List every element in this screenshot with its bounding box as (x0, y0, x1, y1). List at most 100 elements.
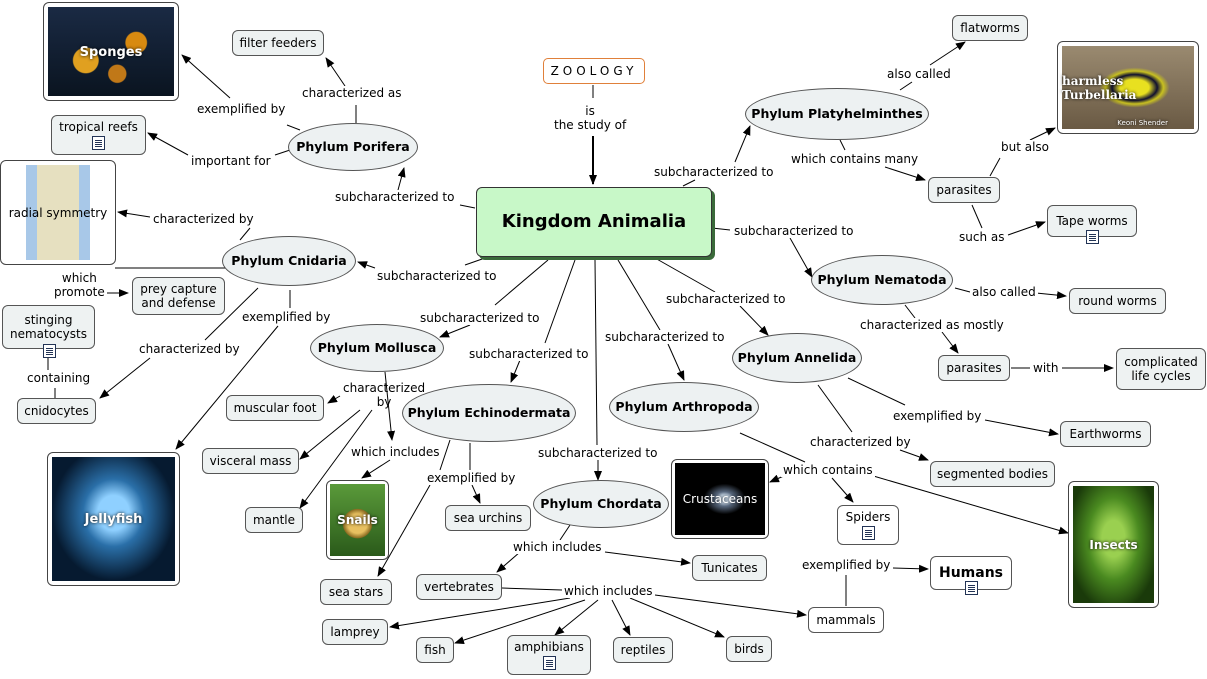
stinging-nematocysts-node[interactable]: stinging nematocysts (2, 305, 95, 358)
turbellaria-caption: harmless Turbellaria (1062, 73, 1137, 102)
insects-caption: Insects (1089, 537, 1138, 552)
radial-symmetry-image-node[interactable]: radial symmetry (0, 160, 116, 265)
snails-caption: Snails (337, 513, 378, 527)
phylum-platyhelminthes-node[interactable]: Phylum Platyhelminthes (745, 88, 929, 140)
sea-stars-node[interactable]: sea stars (320, 579, 392, 605)
sponges-image-node[interactable]: Sponges (43, 2, 179, 101)
segmented-bodies-node[interactable]: segmented bodies (930, 461, 1055, 487)
snails-image-node[interactable]: Snails (326, 480, 389, 560)
turbellaria-image-node[interactable]: harmless Turbellaria Keoni Shender (1057, 41, 1199, 134)
tropical-reefs-label: tropical reefs (59, 120, 138, 134)
amphibians-label: amphibians (514, 640, 584, 654)
link-label-exemplified-echino: exemplified by (425, 471, 518, 485)
sponges-photo: Sponges (48, 7, 174, 96)
zoology-node[interactable]: ZOOLOGY (543, 58, 645, 84)
phylum-annelida-node[interactable]: Phylum Annelida (732, 333, 862, 383)
sea-urchins-node[interactable]: sea urchins (445, 505, 531, 531)
phylum-cnidaria-node[interactable]: Phylum Cnidaria (222, 236, 356, 286)
link-label-sub-echinodermata: subcharacterized to (467, 347, 591, 361)
spiders-node[interactable]: Spiders (837, 505, 899, 545)
fish-node[interactable]: fish (416, 637, 454, 663)
link-label-containing: containing (25, 371, 93, 385)
jellyfish-caption: Jellyfish (84, 511, 143, 527)
link-label-which-contains-many: which contains many (789, 152, 921, 166)
spiders-label: Spiders (845, 510, 891, 524)
flatworms-node[interactable]: flatworms (952, 15, 1028, 41)
link-label-sub-arthropoda: subcharacterized to (603, 330, 727, 344)
insects-image-node[interactable]: Insects (1068, 481, 1159, 608)
link-label-also-called-platy: also called (885, 67, 953, 81)
turbellaria-credit: Keoni Shender (1117, 119, 1168, 127)
cnidocytes-node[interactable]: cnidocytes (17, 398, 96, 424)
snails-photo: Snails (330, 484, 385, 556)
note-icon[interactable] (92, 136, 105, 150)
link-label-sub-porifera: subcharacterized to (333, 190, 457, 204)
crustaceans-image-node[interactable]: Crustaceans (671, 459, 769, 539)
note-icon[interactable] (1086, 230, 1099, 244)
insects-photo: Insects (1073, 486, 1154, 603)
parasites-platyhelminthes-node[interactable]: parasites (928, 177, 1000, 203)
complicated-life-cycles-node[interactable]: complicated life cycles (1116, 348, 1206, 390)
phylum-mollusca-node[interactable]: Phylum Mollusca (310, 324, 444, 372)
radial-symmetry-illustration: radial symmetry (5, 165, 111, 260)
vertebrates-node[interactable]: vertebrates (416, 574, 502, 600)
radial-symmetry-caption: radial symmetry (8, 205, 108, 220)
link-label-important-for: important for (189, 154, 273, 168)
phylum-chordata-node[interactable]: Phylum Chordata (533, 480, 669, 528)
humans-node[interactable]: Humans (930, 556, 1012, 595)
note-icon[interactable] (542, 656, 556, 670)
phylum-echinodermata-node[interactable]: Phylum Echinodermata (402, 384, 576, 442)
link-label-which-includes-snails: which includes (349, 445, 442, 459)
stinging-nematocysts-label: stinging nematocysts (10, 313, 87, 341)
visceral-mass-node[interactable]: visceral mass (202, 448, 299, 474)
link-label-exemplified-humans: exemplified by (800, 558, 893, 572)
jellyfish-image-node[interactable]: Jellyfish (47, 452, 180, 586)
phylum-nematoda-node[interactable]: Phylum Nematoda (811, 255, 953, 305)
link-label-which-promote: which promote (52, 271, 107, 299)
parasites-nematoda-node[interactable]: parasites (938, 355, 1010, 381)
link-label-exemplified-jellyfish: exemplified by (240, 310, 333, 324)
humans-label: Humans (938, 565, 1004, 581)
mantle-node[interactable]: mantle (245, 507, 303, 533)
lamprey-node[interactable]: lamprey (322, 619, 388, 645)
sponges-caption: Sponges (79, 45, 143, 60)
link-label-but-also: but also (999, 140, 1052, 154)
link-label-characterized-mostly: characterized as mostly (858, 318, 1006, 332)
link-label-sub-nematoda: subcharacterized to (732, 224, 856, 238)
muscular-foot-node[interactable]: muscular foot (226, 395, 324, 421)
mammals-node[interactable]: mammals (808, 607, 884, 633)
link-label-characterized-as: characterized as (300, 86, 404, 100)
link-label-sub-chordata: subcharacterized to (536, 446, 660, 460)
link-label-exemplified-annelida: exemplified by (891, 409, 984, 423)
link-label-which-contains-arthropoda: which contains (781, 463, 875, 477)
note-icon[interactable] (43, 344, 56, 358)
amphibians-node[interactable]: amphibians (507, 635, 591, 675)
tropical-reefs-node[interactable]: tropical reefs (51, 115, 146, 155)
note-icon[interactable] (861, 526, 875, 540)
phylum-arthropoda-node[interactable]: Phylum Arthropoda (609, 382, 759, 432)
reptiles-node[interactable]: reptiles (613, 637, 673, 663)
round-worms-node[interactable]: round worms (1069, 288, 1166, 314)
note-icon[interactable] (965, 581, 978, 595)
link-label-sub-cnidaria: subcharacterized to (375, 269, 499, 283)
crustaceans-caption: Crustaceans (682, 492, 758, 506)
link-label-such-as: such as (957, 230, 1007, 244)
link-label-also-called-nematoda: also called (970, 285, 1038, 299)
tape-worms-node[interactable]: Tape worms (1047, 205, 1137, 244)
link-label-with: with (1031, 361, 1061, 375)
earthworms-node[interactable]: Earthworms (1060, 421, 1151, 447)
filter-feeders-node[interactable]: filter feeders (232, 30, 324, 56)
kingdom-animalia-node[interactable]: Kingdom Animalia (476, 187, 712, 257)
tunicates-node[interactable]: Tunicates (692, 555, 767, 581)
jellyfish-photo: Jellyfish (52, 457, 175, 581)
phylum-porifera-node[interactable]: Phylum Porifera (288, 123, 418, 171)
turbellaria-photo: harmless Turbellaria Keoni Shender (1062, 46, 1194, 129)
link-label-characterized-cnidocytes: characterized by (137, 342, 242, 356)
link-label-is-study: is the study of (552, 104, 629, 132)
link-label-which-includes-vertebrates: which includes (562, 584, 655, 598)
birds-node[interactable]: birds (726, 636, 772, 662)
link-label-characterized-radial: characterized by (151, 212, 256, 226)
link-label-sub-annelida: subcharacterized to (664, 292, 788, 306)
prey-capture-node[interactable]: prey capture and defense (132, 277, 225, 315)
link-label-characterized-annelida: characterized by (808, 435, 913, 449)
